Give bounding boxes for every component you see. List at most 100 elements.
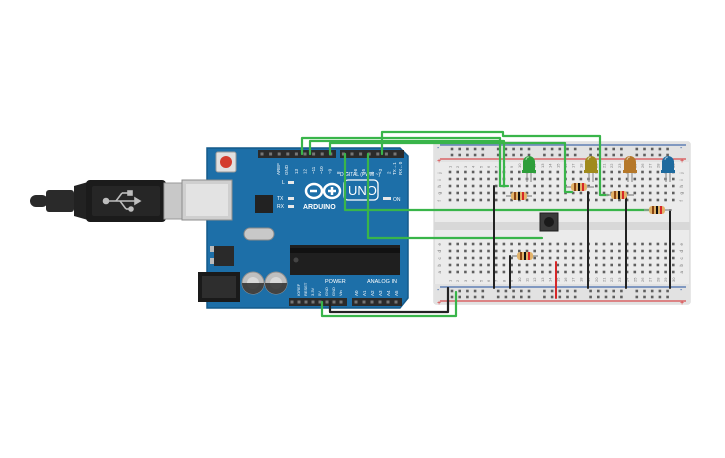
- breadboard-hole[interactable]: [548, 191, 552, 195]
- reset-button[interactable]: [215, 151, 237, 173]
- rail-hole[interactable]: [450, 147, 454, 151]
- breadboard-hole[interactable]: [502, 270, 506, 274]
- breadboard-hole[interactable]: [541, 170, 544, 174]
- rail-hole[interactable]: [450, 153, 454, 157]
- analog-pin-socket[interactable]: [394, 300, 398, 304]
- breadboard-hole[interactable]: [556, 263, 560, 267]
- breadboard-hole[interactable]: [556, 198, 560, 202]
- wires[interactable]: [300, 130, 671, 318]
- breadboard-hole[interactable]: [656, 270, 660, 274]
- rail-hole[interactable]: [473, 147, 477, 151]
- rail-hole[interactable]: [543, 295, 546, 299]
- resistor-3[interactable]: [606, 191, 634, 199]
- rail-hole[interactable]: [620, 289, 623, 293]
- breadboard-hole[interactable]: [510, 256, 513, 260]
- breadboard-hole[interactable]: [610, 256, 613, 260]
- breadboard-hole[interactable]: [479, 184, 483, 188]
- rail-hole[interactable]: [466, 295, 469, 299]
- led-2[interactable]: [584, 156, 598, 182]
- breadboard-hole[interactable]: [571, 256, 575, 260]
- breadboard-hole[interactable]: [571, 170, 575, 174]
- breadboard-hole[interactable]: [664, 198, 667, 202]
- breadboard-hole[interactable]: [494, 177, 498, 181]
- breadboard-hole[interactable]: [618, 256, 621, 260]
- breadboard-hole[interactable]: [633, 191, 637, 195]
- breadboard-hole[interactable]: [625, 263, 629, 267]
- breadboard-hole[interactable]: [672, 191, 675, 195]
- rail-hole[interactable]: [604, 153, 608, 157]
- breadboard-hole[interactable]: [672, 263, 675, 267]
- breadboard-hole[interactable]: [471, 198, 475, 202]
- breadboard-hole[interactable]: [641, 198, 644, 202]
- power-pin-socket[interactable]: [332, 300, 336, 304]
- rail-hole[interactable]: [658, 153, 662, 157]
- breadboard-hole[interactable]: [602, 198, 606, 202]
- breadboard-hole[interactable]: [664, 249, 667, 253]
- rail-hole[interactable]: [550, 289, 554, 293]
- breadboard-hole[interactable]: [664, 242, 667, 246]
- leds[interactable]: [522, 156, 675, 182]
- breadboard-hole[interactable]: [487, 249, 490, 253]
- rail-hole[interactable]: [643, 153, 646, 157]
- rail-hole[interactable]: [597, 295, 600, 299]
- rail-hole[interactable]: [635, 153, 639, 157]
- breadboard-hole[interactable]: [625, 198, 629, 202]
- breadboard-hole[interactable]: [641, 184, 644, 188]
- rail-hole[interactable]: [550, 295, 554, 299]
- rail-hole[interactable]: [597, 153, 600, 157]
- breadboard-hole[interactable]: [533, 177, 536, 181]
- breadboard-hole[interactable]: [571, 191, 575, 195]
- breadboard-hole[interactable]: [618, 249, 621, 253]
- breadboard-hole[interactable]: [648, 198, 652, 202]
- breadboard-hole[interactable]: [556, 270, 560, 274]
- breadboard-hole[interactable]: [648, 263, 652, 267]
- breadboard-hole[interactable]: [471, 249, 475, 253]
- breadboard-hole[interactable]: [448, 170, 452, 174]
- breadboard-hole[interactable]: [602, 256, 606, 260]
- breadboard-hole[interactable]: [571, 242, 575, 246]
- breadboard-hole[interactable]: [571, 198, 575, 202]
- rail-hole[interactable]: [527, 289, 531, 293]
- breadboard-hole[interactable]: [533, 263, 536, 267]
- power-pin-socket[interactable]: [325, 300, 329, 304]
- breadboard-hole[interactable]: [464, 184, 467, 188]
- breadboard-hole[interactable]: [471, 256, 475, 260]
- breadboard-hole[interactable]: [525, 198, 529, 202]
- rail-hole[interactable]: [589, 295, 592, 299]
- rail-hole[interactable]: [458, 289, 461, 293]
- wire-green-pin13-led1[interactable]: [300, 136, 510, 188]
- rail-hole[interactable]: [481, 153, 485, 157]
- breadboard-hole[interactable]: [618, 184, 621, 188]
- breadboard-hole[interactable]: [548, 249, 552, 253]
- breadboard-hole[interactable]: [579, 177, 583, 181]
- breadboard-hole[interactable]: [510, 198, 513, 202]
- breadboard-hole[interactable]: [487, 198, 490, 202]
- digital-pin-socket[interactable]: [350, 152, 354, 156]
- rail-hole[interactable]: [597, 289, 600, 293]
- breadboard-hole[interactable]: [602, 177, 606, 181]
- breadboard-hole[interactable]: [648, 191, 652, 195]
- breadboard-hole[interactable]: [548, 263, 552, 267]
- breadboard-hole[interactable]: [479, 263, 483, 267]
- breadboard-hole[interactable]: [541, 263, 544, 267]
- rail-hole[interactable]: [458, 295, 461, 299]
- breadboard-hole[interactable]: [541, 191, 544, 195]
- breadboard-hole[interactable]: [464, 270, 467, 274]
- analog-pin-socket[interactable]: [362, 300, 366, 304]
- wire-green-pin10-led2[interactable]: [328, 141, 574, 194]
- breadboard-hole[interactable]: [556, 256, 560, 260]
- rail-hole[interactable]: [512, 147, 515, 151]
- breadboard-hole[interactable]: [641, 270, 644, 274]
- breadboard-hole[interactable]: [456, 249, 459, 253]
- rail-hole[interactable]: [612, 295, 615, 299]
- rail-hole[interactable]: [573, 289, 577, 293]
- breadboard-hole[interactable]: [556, 184, 560, 188]
- rail-hole[interactable]: [450, 295, 454, 299]
- breadboard-hole[interactable]: [479, 198, 483, 202]
- breadboard-hole[interactable]: [471, 170, 475, 174]
- breadboard-hole[interactable]: [587, 184, 590, 188]
- breadboard-hole[interactable]: [471, 177, 475, 181]
- breadboard-hole[interactable]: [494, 184, 498, 188]
- breadboard-hole[interactable]: [595, 256, 598, 260]
